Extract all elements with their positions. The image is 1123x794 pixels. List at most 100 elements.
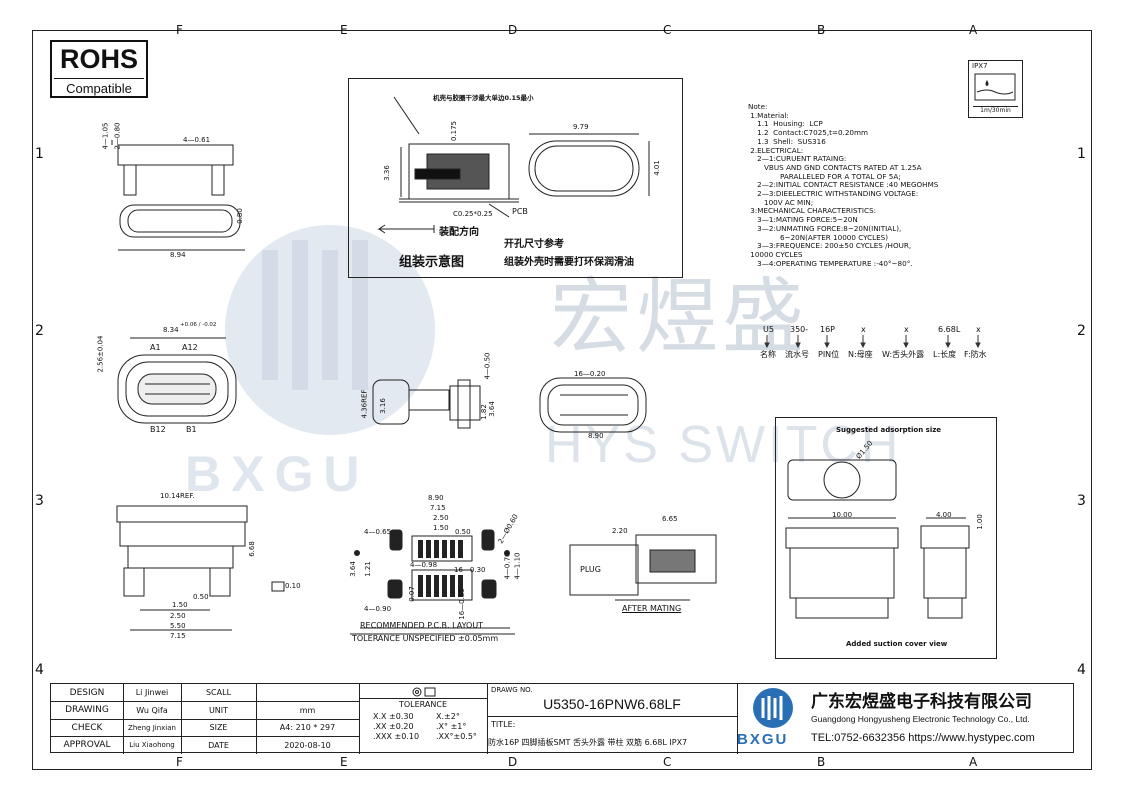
zone-letter: D <box>508 23 518 37</box>
dim-label: 4.01 <box>652 160 661 176</box>
tb-role: DESIGN <box>69 687 105 698</box>
dim-label: 8.94 <box>170 251 186 259</box>
dim-label: 10.14REF. <box>160 492 195 500</box>
tolerance-angular: X.±2° <box>436 712 460 721</box>
pin-label: A1 <box>150 343 161 352</box>
company-logo-text: BXGU <box>737 731 789 748</box>
part-code-meaning: N:母座 <box>848 350 873 359</box>
tb-value: 2020-08-10 <box>284 740 331 750</box>
assembly-diagram: 机壳与胶圈干涉最大单边0.15最小 0.175 3.36 C0.25*0.25 … <box>348 78 683 278</box>
zone-number: 2 <box>1077 323 1086 339</box>
dim-label: 8.90 <box>428 494 444 502</box>
dim-label: 7.15 <box>430 504 446 512</box>
tolerance-title: TOLERANCE <box>398 700 448 709</box>
pcb-layout-tolerance: TOLERANCE UNSPECIFIED ±0.05mm <box>352 634 499 643</box>
tolerance-linear: .XXX ±0.10 <box>373 732 420 741</box>
arrow-down-icon <box>764 335 981 349</box>
dim-label: 4—0.50 <box>483 352 492 380</box>
dim-label: 1.50 <box>172 601 188 609</box>
tb-key: SCALL <box>205 688 232 697</box>
rohs-subtitle: Compatible <box>66 81 132 96</box>
dim-label: 9.79 <box>573 123 589 131</box>
dim-label: 0.50 <box>193 593 209 601</box>
dim-label: 4.00 <box>936 511 952 519</box>
dim-label: 4—0.70 <box>503 552 512 580</box>
dim-label: 7.15 <box>170 632 186 640</box>
tb-role: DRAWING <box>65 705 109 715</box>
flatness-label: 0.10 <box>285 582 301 590</box>
title-block: DESIGN Li Jinwei SCALL DRAWING Wu Qifa U… <box>50 683 1074 754</box>
rohs-title: ROHS <box>59 44 138 74</box>
tb-key: UNIT <box>208 705 229 715</box>
part-code-legend: U5 350- 16P x x 6.68L x 名称 流水号 PIN位 N:母座… <box>760 325 1000 363</box>
tb-key: DATE <box>208 740 229 750</box>
part-code-meaning: 名称 <box>760 350 776 359</box>
part-code-meaning: W:舌头外露 <box>882 350 925 359</box>
ipx-spec: 1m/30min <box>973 106 1018 114</box>
dim-label: 16—0.20 <box>574 370 606 378</box>
dim-label: 3.64 <box>348 561 357 577</box>
company-logo-icon <box>753 688 793 728</box>
dim-label: 3.36 <box>382 165 391 181</box>
projection-symbol-icon <box>412 687 436 697</box>
tolerance-angular: .XX°±0.5° <box>436 732 477 741</box>
zone-number: 1 <box>1077 146 1086 162</box>
part-code: 6.68L <box>938 325 961 334</box>
assembly-direction: 装配方向 <box>439 227 479 238</box>
tb-value: mm <box>299 705 316 715</box>
dim-label: 8.90 <box>588 432 604 440</box>
company-name-en: Guangdong Hongyusheng Electronic Technol… <box>811 714 1030 724</box>
assembly-caption: 组装示意图 <box>399 255 465 270</box>
part-code: x <box>861 325 866 334</box>
suction-cover-drawing <box>785 459 970 619</box>
dim-label: 4—0.90 <box>364 605 392 613</box>
pin-label: B12 <box>150 425 166 434</box>
dim-label: 1.21 <box>363 561 372 577</box>
adsorption-title: Suggested adsorption size <box>836 426 942 434</box>
tb-value <box>256 684 359 701</box>
dim-label: 0.07 <box>407 586 416 602</box>
dim-tolerance: +0.06 / -0.02 <box>180 322 217 328</box>
lube-note: 组装外壳时需要打环保润滑油 <box>504 257 634 268</box>
zone-letter: A <box>969 755 978 769</box>
dim-label: 2—0.80 <box>113 122 122 150</box>
cutout-reference: 开孔尺寸参考 <box>504 239 564 250</box>
zone-letter: A <box>969 23 978 37</box>
dim-label: 2.50 <box>170 612 186 620</box>
dim-label: 16—0.85 <box>457 588 466 620</box>
dim-label: 4—0.98 <box>410 561 438 569</box>
pcb-layout-title: RECOMMENDED P.C.B. LAYOUT <box>360 621 484 630</box>
zone-letter: F <box>176 23 183 37</box>
part-code: 16P <box>820 325 836 334</box>
dim-label: 0.50 <box>455 528 471 536</box>
zone-letter: D <box>508 755 518 769</box>
part-code-meaning: L:长度 <box>933 350 957 359</box>
dim-label: 1.82 <box>479 404 488 420</box>
pin-label: A12 <box>182 343 198 352</box>
adsorption-box: Suggested adsorption size Ø1.50 10.00 4.… <box>775 417 997 659</box>
dim-label: 10.00 <box>832 511 853 519</box>
zone-letter: C <box>663 755 672 769</box>
part-code-meaning: F:防水 <box>964 350 987 359</box>
rohs-badge: ROHS Compatible <box>50 40 148 98</box>
plug-label: PLUG <box>580 565 601 574</box>
tolerance-linear: X.X ±0.30 <box>373 712 414 721</box>
tolerance-angular: .X° ±1° <box>436 722 467 731</box>
zone-letter: C <box>663 23 672 37</box>
tb-name: Li Jinwei <box>135 688 169 697</box>
dim-label: 1.50 <box>433 524 449 532</box>
pcb-label: PCB <box>512 207 528 216</box>
dim-label: 4—1.10 <box>513 552 522 580</box>
zone-number: 3 <box>1077 493 1086 509</box>
part-code-meaning: 流水号 <box>785 350 809 359</box>
dim-label: 2.56±0.04 <box>96 335 105 373</box>
company-name-cn: 广东宏煜盛电子科技有限公司 <box>811 692 1032 712</box>
zone-letter: E <box>340 23 348 37</box>
dim-label: 4—0.65 <box>364 528 392 536</box>
dim-label: 1.00 <box>975 514 984 530</box>
tb-role: CHECK <box>71 722 103 733</box>
dim-label: 2.50 <box>433 514 449 522</box>
tolerance-linear: .XX ±0.20 <box>373 722 414 731</box>
tb-name: Liu Xiaohong <box>129 741 175 749</box>
drawing-frame <box>32 30 1092 770</box>
